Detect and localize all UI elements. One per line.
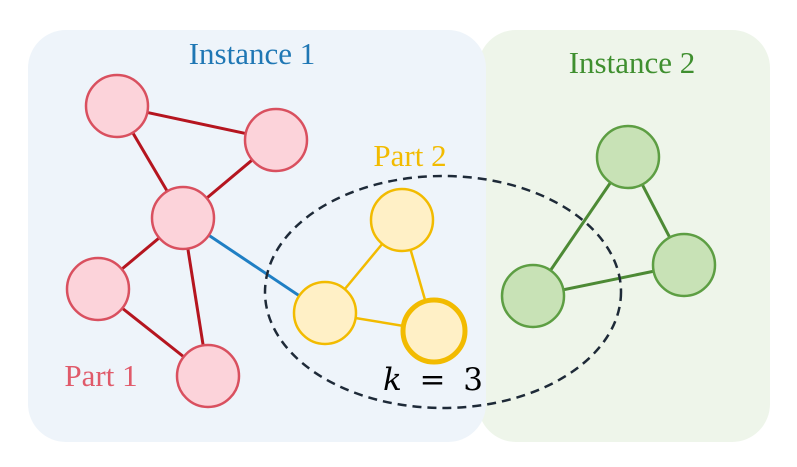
equals-sign: = xyxy=(420,362,446,398)
part-1-node xyxy=(175,343,241,409)
part-1-node xyxy=(150,185,216,251)
instance-1-title: Instance 1 xyxy=(189,36,316,71)
instance-1-panel xyxy=(28,30,486,442)
part-2-node xyxy=(292,280,358,346)
instance-2-node xyxy=(651,232,717,298)
part-2-node-highlighted xyxy=(400,297,468,365)
instance-2-title: Instance 2 xyxy=(569,45,696,80)
part-1-node xyxy=(84,73,150,139)
part-2-label: Part 2 xyxy=(373,138,446,173)
part-1-label: Part 1 xyxy=(64,358,137,393)
k-value: 3 xyxy=(463,362,483,398)
part-2-node xyxy=(369,187,435,253)
part-1-node xyxy=(65,256,131,322)
instance-2-nodes xyxy=(500,124,717,329)
part-1-nodes xyxy=(65,73,309,409)
instance-2-node xyxy=(500,263,566,329)
part-2-nodes xyxy=(292,187,468,365)
k-equation: k = 3 xyxy=(383,362,483,398)
instance-2-node xyxy=(595,124,661,190)
instance-2-panel xyxy=(478,30,770,442)
part-1-node xyxy=(243,107,309,173)
k-variable: k xyxy=(383,362,402,398)
selection-ellipse xyxy=(263,174,623,410)
